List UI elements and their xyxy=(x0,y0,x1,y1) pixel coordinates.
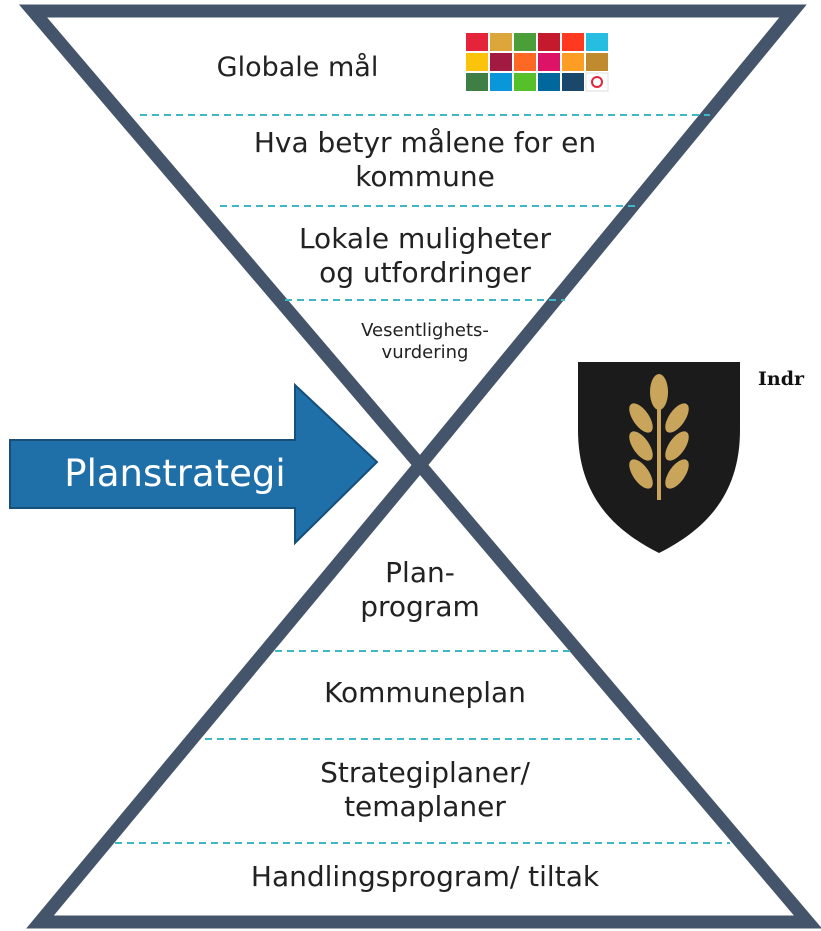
wheat-emblem-icon xyxy=(629,374,689,500)
top-label-lokale-muligheter: Lokale muligheter og utfordringer xyxy=(260,222,590,289)
label-line: Globale mål xyxy=(216,52,379,83)
label-line: Strategiplaner/ xyxy=(320,756,530,789)
bottom-funnel-frame xyxy=(26,454,821,929)
planstrategi-arrow xyxy=(9,382,379,546)
top-label-globale-mal: Globale mål xyxy=(160,52,435,84)
bottom-label-kommuneplan: Kommuneplan xyxy=(270,676,580,710)
label-line: temaplaner xyxy=(344,789,506,823)
label-line: Kommuneplan xyxy=(324,676,526,709)
label-line: program xyxy=(360,589,480,623)
coat-of-arms-shield-icon xyxy=(578,362,740,553)
sdg-goals-grid-icon xyxy=(466,33,609,92)
label-line: Vesentlighets- xyxy=(361,320,489,341)
bottom-label-handlingsprogram: Handlingsprogram/ tiltak xyxy=(200,860,650,894)
label-line: Lokale muligheter xyxy=(298,222,552,255)
label-line: vurdering xyxy=(381,341,469,363)
top-funnel-frame xyxy=(18,4,807,476)
bottom-label-planprogram: Plan- program xyxy=(320,556,520,623)
organization-name: Indr xyxy=(758,368,804,390)
label-line: og utfordringer xyxy=(319,255,531,289)
planstrategi-label: Planstrategi xyxy=(64,451,286,495)
label-line: Handlingsprogram/ tiltak xyxy=(250,860,600,893)
label-line: Plan- xyxy=(385,556,455,589)
bottom-label-strategiplaner: Strategiplaner/ temaplaner xyxy=(260,756,590,823)
label-line: kommune xyxy=(355,159,495,193)
top-label-hva-betyr: Hva betyr målene for en kommune xyxy=(200,126,650,193)
top-label-vesentlighetsvurdering: Vesentlighets- vurdering xyxy=(335,320,515,363)
label-line: Hva betyr målene for en xyxy=(253,126,597,159)
